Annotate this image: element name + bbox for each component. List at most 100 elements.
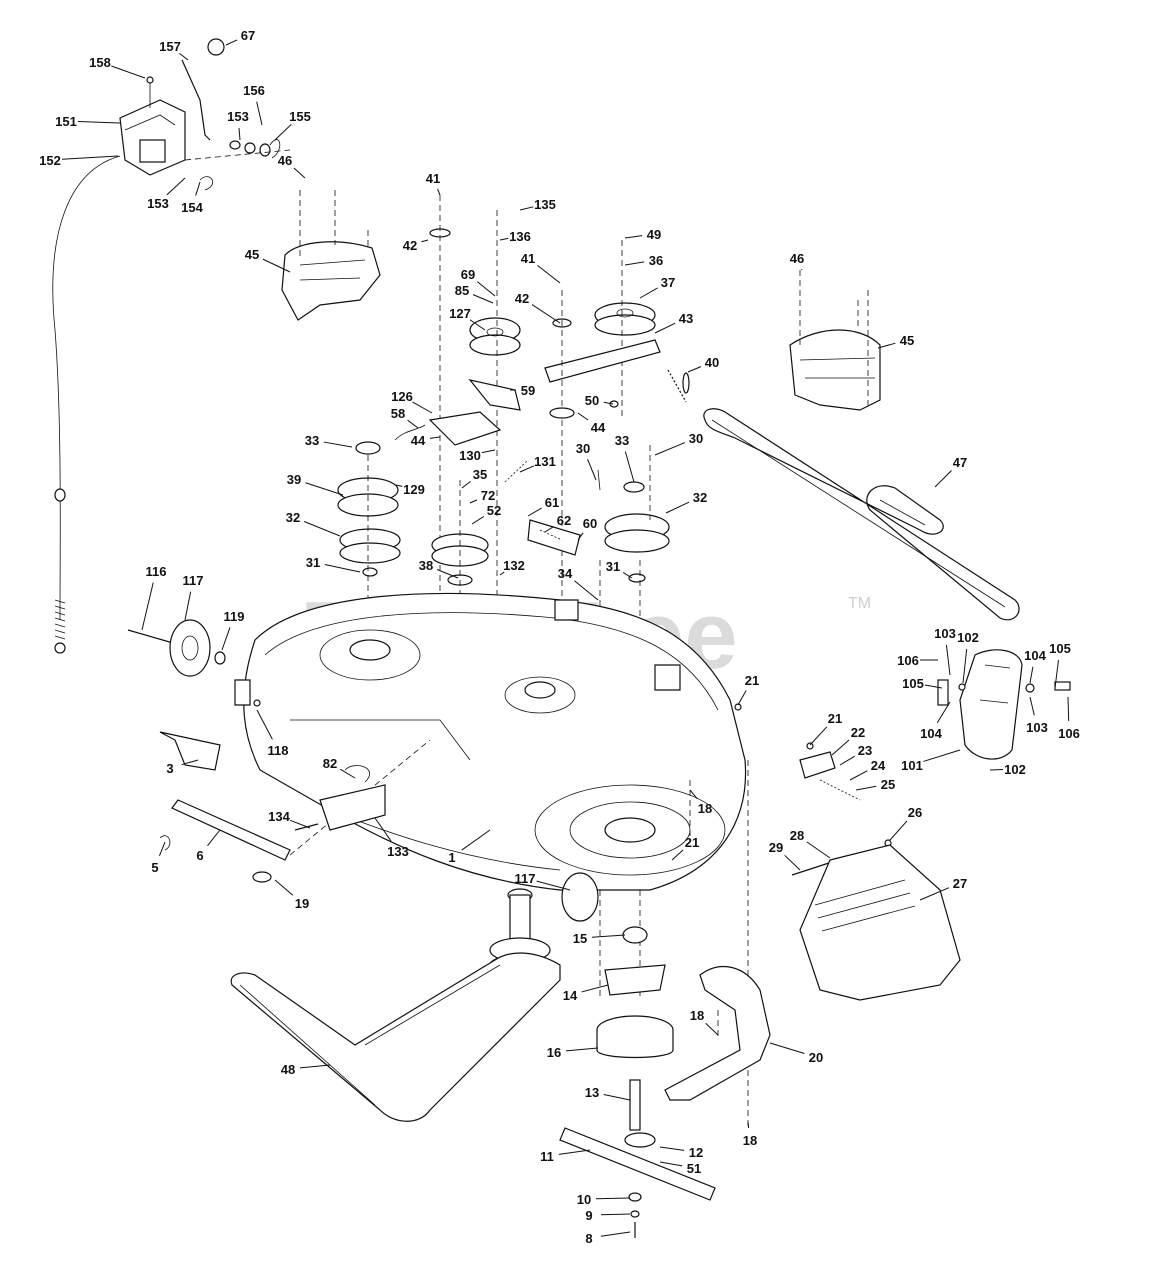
callout: 14 (563, 984, 609, 1003)
callout: 62 (544, 513, 571, 533)
callout-number: 16 (547, 1045, 561, 1060)
callout: 16 (547, 1045, 599, 1060)
callout-leader (962, 648, 968, 684)
callout-leader (429, 436, 441, 439)
callout-number: 32 (693, 490, 707, 505)
callout-leader (654, 322, 676, 334)
callout: 44 (411, 433, 441, 448)
callout-number: 23 (858, 743, 872, 758)
callout-number: 133 (387, 844, 409, 859)
callout-number: 157 (159, 39, 181, 54)
callout-number: 52 (487, 503, 501, 518)
callout-number: 103 (1026, 720, 1048, 735)
callout-number: 21 (685, 835, 699, 850)
callout-number: 25 (881, 777, 895, 792)
callout-number: 130 (459, 448, 481, 463)
callout: 117 (515, 871, 571, 891)
callout-number: 62 (557, 513, 571, 528)
callout: 136 (499, 229, 531, 244)
deck-housing (234, 592, 747, 891)
callout-leader (591, 934, 626, 938)
callout-number: 10 (577, 1192, 591, 1207)
callout: 85 (455, 283, 494, 304)
callout: 44 (577, 412, 606, 435)
callout-leader (577, 532, 584, 541)
lift-lever-assembly (119, 38, 291, 191)
callout-number: 39 (287, 472, 301, 487)
callout-number: 30 (689, 431, 703, 446)
callout-leader (809, 726, 828, 746)
callout: 45 (245, 247, 291, 273)
callout-leader (603, 1093, 631, 1101)
callout-leader (238, 127, 241, 141)
callout-leader (499, 571, 505, 576)
callout-number: 152 (39, 153, 61, 168)
callout: 126 (391, 389, 433, 414)
callout-number: 102 (1004, 762, 1026, 777)
callout-number: 35 (473, 467, 487, 482)
callout: 30 (576, 441, 597, 481)
callout: 119 (221, 609, 244, 651)
callout-leader (544, 525, 555, 533)
callout-leader (705, 1022, 719, 1036)
baffle-bracket (664, 966, 771, 1101)
callout-leader (499, 237, 509, 241)
callout-number: 153 (227, 109, 249, 124)
callout-number: 158 (89, 55, 111, 70)
callout-leader (577, 412, 589, 421)
callout: 21 (809, 711, 842, 746)
callout: 34 (558, 566, 599, 601)
callout-number: 18 (690, 1008, 704, 1023)
callout: 101 (901, 749, 961, 773)
callout: 82 (323, 756, 356, 779)
callout: 106 (1058, 696, 1080, 741)
callout-number: 1 (448, 850, 455, 865)
callout-leader (587, 458, 597, 481)
callout-leader (923, 749, 961, 762)
callout: 26 (889, 805, 922, 841)
callout: 118 (256, 709, 288, 758)
callout-leader (437, 188, 441, 196)
pto-belt (230, 952, 561, 1122)
callout-number: 6 (196, 848, 203, 863)
callout-leader (1029, 666, 1034, 684)
callout: 41 (426, 171, 441, 196)
callout-number: 129 (403, 482, 425, 497)
callout: 156 (243, 83, 265, 126)
callout-number: 40 (705, 355, 719, 370)
callout-leader (659, 1161, 683, 1167)
callout: 157 (159, 39, 189, 61)
callout: 153 (147, 177, 186, 211)
callout: 154 (181, 181, 204, 215)
callout-leader (989, 768, 1004, 771)
callout-leader (340, 768, 356, 779)
callout: 127 (449, 306, 486, 331)
callout: 151 (55, 114, 121, 129)
callout-number: 5 (151, 860, 158, 875)
callout-leader (624, 451, 635, 483)
callout-number: 106 (897, 653, 919, 668)
callout: 102 (957, 630, 979, 684)
watermark-trademark: TM (848, 595, 871, 612)
callout: 42 (403, 238, 429, 253)
callout-leader (806, 841, 831, 859)
callout-number: 154 (181, 200, 203, 215)
callout-number: 72 (481, 488, 495, 503)
callout: 129 (395, 482, 425, 497)
callout: 130 (459, 448, 496, 463)
callout-leader (195, 181, 201, 196)
callout-leader (831, 739, 850, 756)
callout-leader (469, 499, 478, 504)
callout: 72 (469, 488, 495, 504)
callout-number: 9 (585, 1208, 592, 1223)
callout: 18 (689, 789, 712, 816)
callout-number: 38 (419, 558, 433, 573)
callout-leader (1054, 659, 1060, 689)
callout-number: 42 (403, 238, 417, 253)
callout-number: 60 (583, 516, 597, 531)
callout: 155 (274, 109, 311, 141)
callout-leader (603, 401, 614, 405)
callout-number: 13 (585, 1085, 599, 1100)
callout: 46 (790, 251, 804, 271)
callout-leader (622, 571, 633, 579)
